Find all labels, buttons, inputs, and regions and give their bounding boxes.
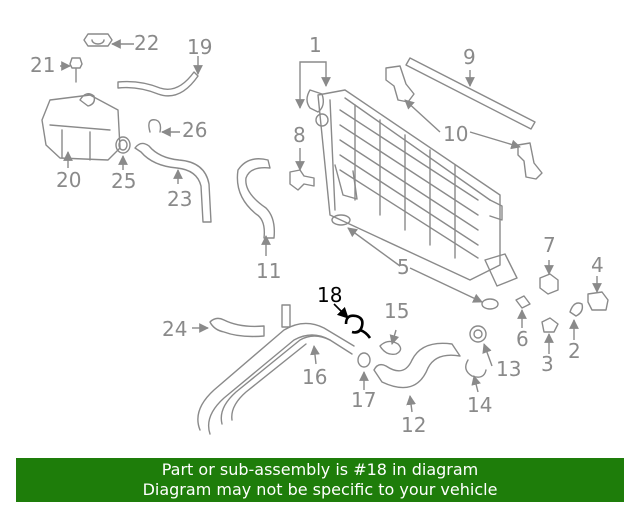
callout-14: 14	[467, 393, 492, 417]
radiator-drawing	[306, 89, 518, 287]
bolt-3-drawing	[541, 317, 559, 333]
callout-19: 19	[187, 35, 212, 59]
callout-21: 21	[30, 53, 55, 77]
callout-11: 11	[256, 259, 281, 283]
bracket-upper-drawing	[385, 65, 415, 103]
callout-6: 6	[516, 327, 529, 351]
bracket-lower-drawing	[517, 142, 543, 180]
washer-13-drawing	[469, 325, 487, 343]
callout-2: 2	[568, 339, 581, 363]
callout-16: 16	[302, 365, 327, 389]
hose-12-drawing	[373, 342, 461, 389]
callout-1: 1	[309, 33, 322, 57]
callout-18-highlighted: 18	[317, 283, 342, 307]
grommet-5-drawing	[331, 214, 499, 310]
banner-line-part: Part or sub-assembly is #18 in diagram	[161, 460, 479, 479]
callout-20: 20	[56, 168, 81, 192]
bolt-8-drawing	[289, 169, 315, 191]
callout-13: 13	[496, 357, 521, 381]
leader-lines	[60, 39, 602, 413]
clamp-14-drawing	[465, 359, 487, 378]
banner-line-disclaimer: Diagram may not be specific to your vehi…	[142, 480, 498, 499]
callout-12: 12	[401, 413, 426, 437]
callout-17: 17	[351, 388, 376, 412]
clamp-18-drawing	[344, 314, 372, 339]
clip-22-drawing	[83, 33, 113, 47]
callout-15: 15	[384, 299, 409, 323]
washer-25-drawing	[115, 136, 131, 154]
hose-24-drawing	[209, 317, 265, 338]
hose-11-drawing	[236, 158, 276, 239]
clamp-15-drawing	[379, 340, 402, 356]
bolt-21-drawing	[69, 57, 83, 83]
hose-23-drawing	[134, 142, 212, 223]
callout-5: 5	[397, 255, 410, 279]
callout-25: 25	[111, 169, 136, 193]
callout-22: 22	[134, 31, 159, 55]
pipe-16-drawing	[197, 304, 355, 435]
washer-17-drawing	[357, 352, 371, 368]
callout-26: 26	[182, 118, 207, 142]
strip-drawing	[405, 57, 536, 130]
callout-9: 9	[463, 45, 476, 69]
bracket-2-drawing	[569, 302, 584, 317]
callout-7: 7	[543, 233, 556, 257]
info-banner: Part or sub-assembly is #18 in diagram D…	[16, 458, 624, 502]
callout-8: 8	[293, 123, 306, 147]
callout-23: 23	[167, 187, 192, 211]
reservoir-drawing	[41, 93, 121, 161]
bolt-6-drawing	[515, 295, 531, 309]
nut-7-drawing	[539, 273, 559, 295]
callout-3: 3	[541, 352, 554, 376]
callout-10: 10	[443, 122, 468, 146]
tube-19-drawing	[117, 71, 199, 97]
callout-4: 4	[591, 253, 604, 277]
bracket-4-drawing	[587, 291, 609, 311]
callout-24: 24	[162, 317, 187, 341]
clamp-26-drawing	[148, 119, 162, 133]
